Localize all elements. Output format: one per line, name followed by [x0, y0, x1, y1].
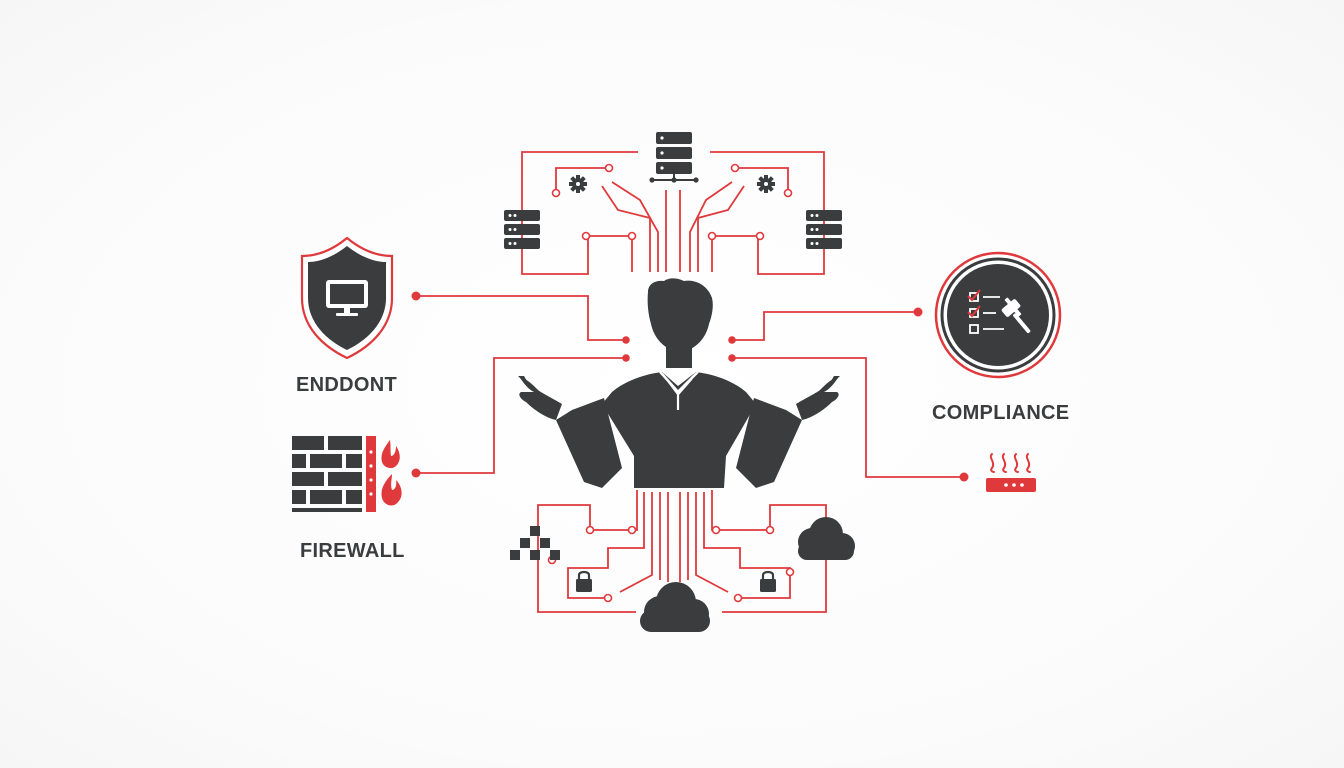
cloud-icon — [640, 582, 710, 632]
person-shrugging-icon — [518, 278, 840, 488]
lock-icon — [760, 570, 776, 592]
lock-icon — [576, 570, 592, 592]
pyramid-blocks-icon — [510, 526, 560, 560]
endpoint-label: ENDDONT — [296, 374, 397, 396]
circuit-dot-nodes — [411, 291, 969, 482]
gear-icon — [757, 175, 775, 193]
network-server-icon — [649, 132, 699, 183]
cloud-icon — [798, 517, 855, 560]
checklist-gavel-icon — [934, 251, 1062, 379]
circuit-ring-nodes — [547, 163, 795, 603]
gear-icon — [569, 175, 587, 193]
server-rack-icon — [504, 210, 540, 249]
shield-monitor-icon — [300, 236, 394, 360]
router-heat-icon — [986, 453, 1036, 492]
brick-wall-fire-icon — [292, 436, 402, 512]
compliance-label: COMPLIANCE — [932, 402, 1070, 424]
firewall-label: FIREWALL — [300, 540, 405, 562]
server-rack-icon — [806, 210, 842, 249]
circuit-lines — [416, 151, 962, 613]
person-collar — [659, 371, 699, 410]
